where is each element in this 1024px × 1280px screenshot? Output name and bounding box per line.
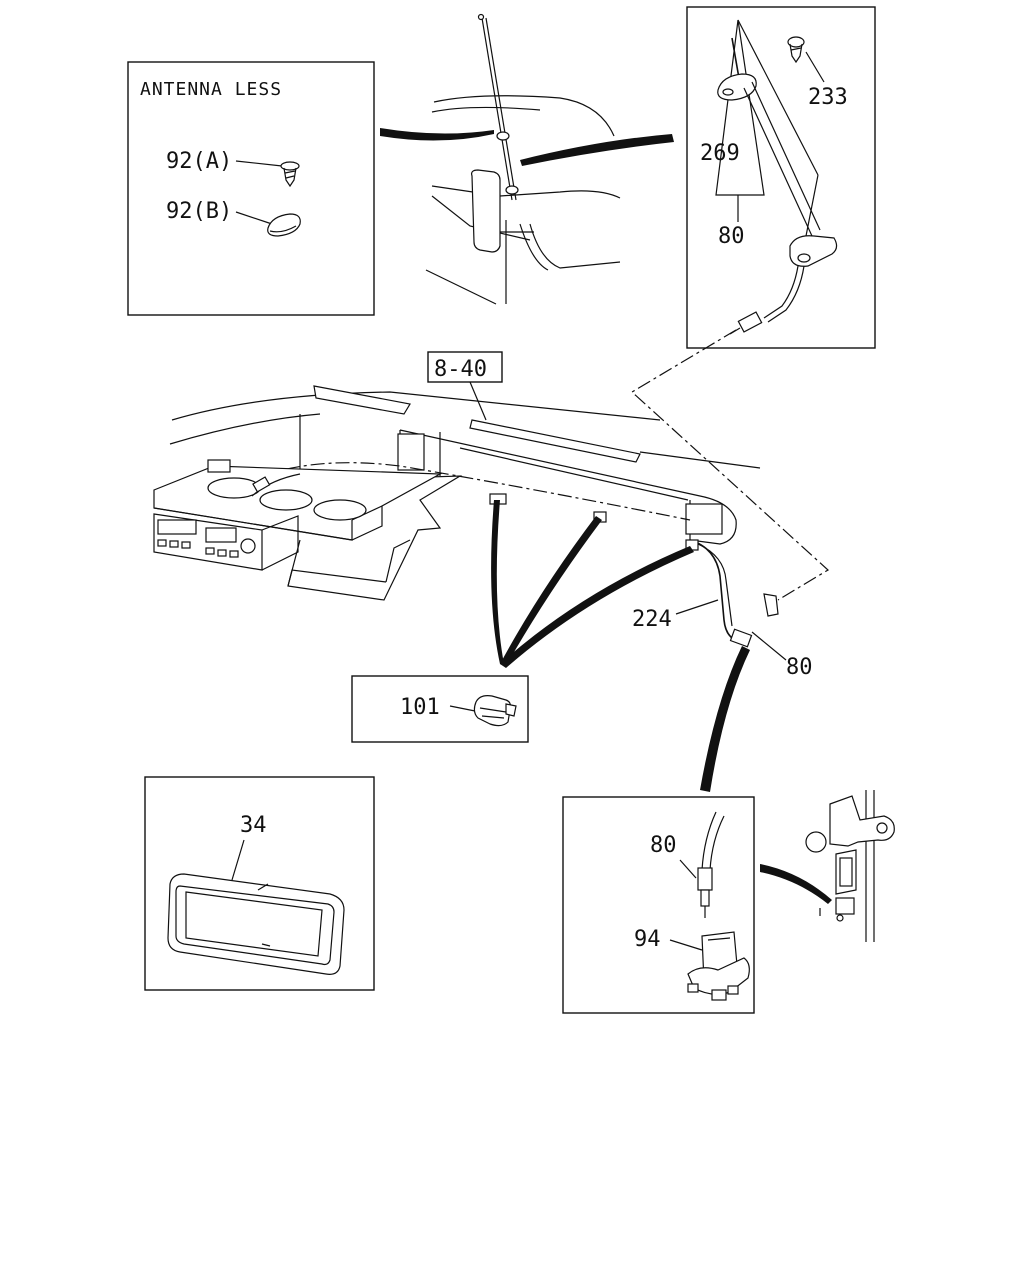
plug-92b-icon — [267, 213, 301, 237]
inset-clip: 101 — [351, 675, 529, 743]
inset-antenna-less-frame — [127, 61, 375, 316]
callout-92a: 92(A) — [166, 149, 232, 174]
harness-clip-icon — [473, 695, 517, 727]
antenna-less-title: ANTENNA LESS — [140, 79, 282, 100]
callout-80-mast: 80 — [718, 224, 745, 249]
speaker-tray-icon — [153, 459, 443, 541]
radio-bezel-icon — [167, 873, 345, 975]
door-pillar-view — [760, 790, 895, 942]
callout-224: 224 — [632, 607, 672, 632]
inset-bezel: 34 — [144, 776, 375, 991]
callout-80-main: 80 — [786, 655, 813, 680]
lower-base-icon — [789, 235, 838, 267]
callout-233: 233 — [808, 85, 848, 110]
mirror-icon — [471, 169, 534, 253]
antenna-plug-icon — [697, 811, 725, 918]
inset-connector: 80 94 — [562, 796, 755, 1014]
connector-bracket-94-icon — [687, 931, 750, 1001]
screw-233-icon — [787, 36, 805, 64]
inset-antenna-less: ANTENNA LESS 92(A) 92(B) — [127, 61, 375, 316]
ref-8-40: 8-40 — [434, 357, 487, 382]
ref-box-8-40 — [427, 351, 503, 383]
callout-92b: 92(B) — [166, 199, 232, 224]
callout-80-connector: 80 — [650, 833, 677, 858]
screw-92a-icon — [280, 161, 300, 188]
callout-34: 34 — [240, 813, 267, 838]
main-dashboard-view: 8-40 — [153, 329, 830, 792]
callout-101: 101 — [400, 695, 440, 720]
radio-unit-icon — [153, 513, 299, 571]
pillar-antenna-view — [380, 13, 674, 305]
inset-mast-frame — [686, 6, 876, 349]
inset-mast-assembly: 233 269 80 — [686, 6, 876, 349]
callout-94: 94 — [634, 927, 661, 952]
